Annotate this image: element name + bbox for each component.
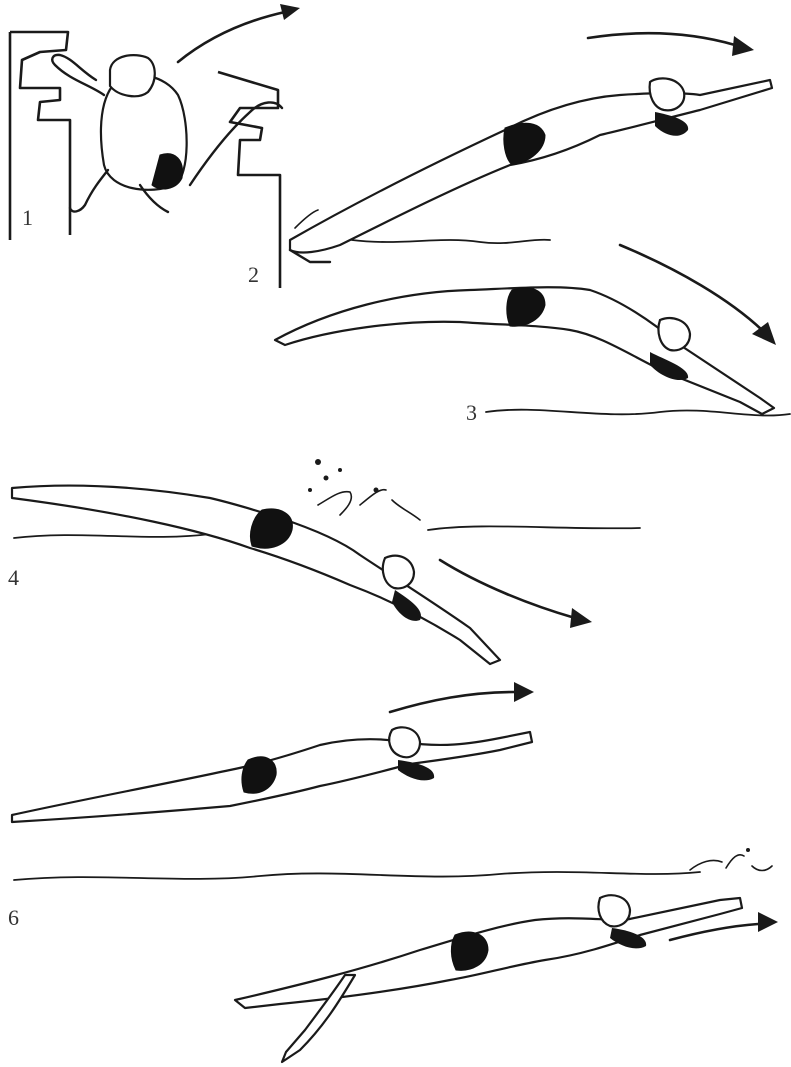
water-surface-2 [352,240,550,243]
step-label-4: 4 [8,565,19,590]
splash-4 [308,459,420,520]
splash-6 [690,848,772,871]
step-label-3: 3 [466,400,477,425]
motion-arrow-1 [178,4,300,62]
swimmer-launch-2 [290,78,772,262]
swimmer-underwater-6 [235,895,742,1062]
step-5-group [12,682,534,822]
water-surface-3 [486,410,790,416]
motion-arrow-4 [440,560,592,628]
step-3-group: 3 [275,245,790,425]
step-6-group: 6 [8,848,778,1062]
step-4-group: 4 [8,459,640,664]
motion-arrow-5 [390,682,534,712]
starting-block-2 [218,72,280,288]
swimmer-arch-3 [275,287,774,414]
swimmer-entry-4 [12,486,500,664]
starting-block-1 [10,32,70,240]
swimmer-glide-5 [12,727,532,822]
water-surface-6 [14,872,700,880]
swimmer-crouched-1 [52,55,186,212]
step-2-group: 2 [190,33,772,288]
step-label-2: 2 [248,262,259,287]
motion-arrow-2 [588,33,754,56]
step-label-1: 1 [22,205,33,230]
step-label-6: 6 [8,905,19,930]
